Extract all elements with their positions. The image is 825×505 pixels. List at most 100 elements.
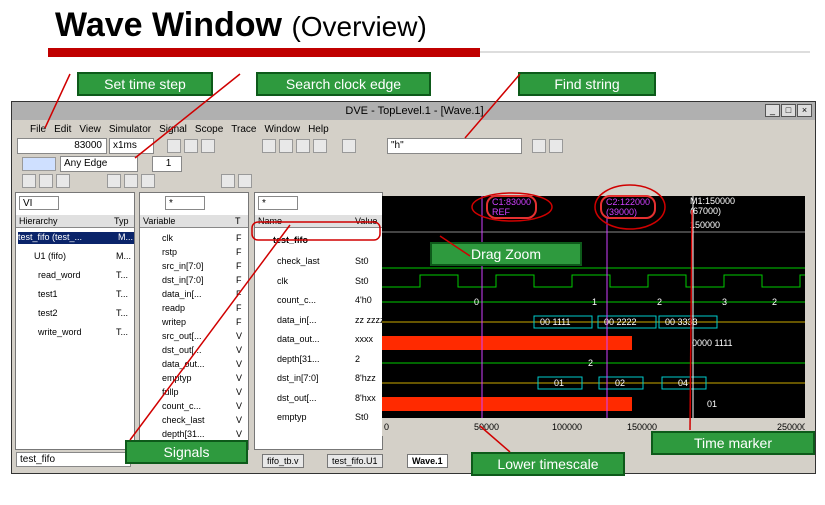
menubar: File Edit View Simulator Signal Scope Tr… [12, 121, 815, 137]
column-value[interactable]: Value [355, 216, 378, 226]
open-icon[interactable] [167, 139, 181, 153]
wave-dst-out-x [382, 397, 632, 411]
title-underline [48, 48, 480, 57]
print-icon[interactable] [201, 139, 215, 153]
count-value-2: 2 [657, 297, 662, 307]
find-string-input[interactable]: "h" [387, 138, 522, 154]
callout-search-clock-edge: Search clock edge [256, 72, 431, 96]
zoom-full-icon[interactable] [107, 174, 121, 188]
find-prev-icon[interactable] [549, 139, 563, 153]
find-next-icon[interactable] [532, 139, 546, 153]
menu-simulator[interactable]: Simulator [108, 123, 152, 135]
signal-row[interactable]: dst_in[7:0]8'hzz [277, 373, 376, 383]
variable-row[interactable]: data_in[...F [162, 289, 242, 299]
close-button[interactable]: × [797, 104, 812, 117]
column-variable[interactable]: Variable [143, 216, 176, 226]
minimize-button[interactable]: _ [765, 104, 780, 117]
zoom-area-icon[interactable] [124, 174, 138, 188]
menu-view[interactable]: View [79, 123, 101, 135]
menu-signal[interactable]: Signal [159, 123, 187, 135]
signal-group-test-fifo[interactable]: test_fifo [273, 235, 309, 245]
time-unit-select[interactable]: x1ms [109, 138, 154, 154]
menu-trace[interactable]: Trace [231, 123, 257, 135]
menu-scope[interactable]: Scope [194, 123, 224, 135]
column-name[interactable]: Name [258, 216, 283, 226]
signal-row[interactable]: data_out...xxxx [277, 334, 373, 344]
data-in-box-1 [597, 315, 657, 329]
hierarchy-row-u1[interactable]: U1 (fifo)M... [34, 251, 131, 261]
hierarchy-row-test-fifo[interactable]: test_fifo (test_...M... [18, 232, 134, 244]
variable-header: Variable T [140, 215, 248, 228]
dst-in-box-1 [598, 376, 644, 390]
cut-icon[interactable] [262, 139, 276, 153]
step-icon[interactable] [238, 174, 252, 188]
data-in-value-0: 00 1111 [540, 317, 571, 327]
zoom-fit-icon[interactable] [141, 174, 155, 188]
menu-window[interactable]: Window [264, 123, 301, 135]
tab-wave-1[interactable]: Wave.1 [407, 454, 448, 468]
signal-filter-input[interactable]: * [258, 196, 298, 210]
menu-edit[interactable]: Edit [54, 123, 72, 135]
maximize-button[interactable]: □ [781, 104, 796, 117]
signal-row[interactable]: dst_out[...8'hxx [277, 392, 376, 403]
time-step-input[interactable]: 83000 [17, 138, 107, 154]
column-hierarchy[interactable]: Hierarchy [19, 216, 58, 226]
variable-row[interactable]: data_out...V [162, 359, 243, 369]
menu-file[interactable]: File [30, 123, 47, 135]
data-out-value: 0000 1111 [692, 338, 733, 348]
depth-value: 2 [588, 358, 593, 368]
edge-select[interactable]: Any Edge [60, 156, 138, 172]
edge-count-input[interactable]: 1 [152, 156, 182, 172]
count-value-4: 2 [772, 297, 777, 307]
cursor-c2-label[interactable]: C2:122000(39000) [600, 195, 657, 219]
menu-help[interactable]: Help [308, 123, 329, 135]
top-tick-label: 150000 [690, 220, 720, 230]
variable-row[interactable]: src_out[...V [162, 331, 243, 341]
delete-icon[interactable] [313, 139, 327, 153]
hierarchy-filter-select[interactable]: VI [19, 196, 59, 210]
signal-row[interactable]: depth[31...2 [277, 353, 361, 364]
variable-row[interactable]: dst_out[...V [162, 345, 243, 355]
copy-icon[interactable] [279, 139, 293, 153]
tab-test-fifo-u1[interactable]: test_fifo.U1 [327, 454, 383, 468]
zoom-in-icon[interactable] [39, 174, 53, 188]
bottom-tick-3: 150000 [627, 422, 657, 432]
title-rule [480, 51, 810, 53]
variable-filter-input[interactable]: * [165, 196, 205, 210]
variable-row[interactable]: src_in[7:0]F [162, 261, 242, 271]
edge-nav-arrows-icon[interactable] [22, 157, 56, 171]
paste-icon[interactable] [296, 139, 310, 153]
scope-select[interactable]: test_fifo [16, 452, 131, 467]
save-icon[interactable] [184, 139, 198, 153]
signal-row[interactable]: data_in[...zz zzzz [277, 314, 383, 325]
signal-row[interactable]: count_c...4'h0 [277, 295, 372, 305]
variable-row[interactable]: depth[31...V [162, 429, 243, 439]
bottom-tick-4: 250000 [777, 422, 805, 432]
run-icon[interactable] [221, 174, 235, 188]
column-type[interactable]: Typ [114, 216, 129, 226]
variable-row[interactable]: dst_in[7:0]F [162, 275, 242, 285]
marker-m1-label[interactable]: M1:150000(67000) [690, 196, 736, 216]
column-var-type[interactable]: T [235, 216, 241, 226]
tab-fifo-tb[interactable]: fifo_tb.v [262, 454, 304, 468]
zoom-out-icon[interactable] [56, 174, 70, 188]
select-tool-icon[interactable] [22, 174, 36, 188]
variable-row[interactable]: count_c...V [162, 401, 243, 411]
binoculars-icon[interactable] [342, 139, 356, 153]
